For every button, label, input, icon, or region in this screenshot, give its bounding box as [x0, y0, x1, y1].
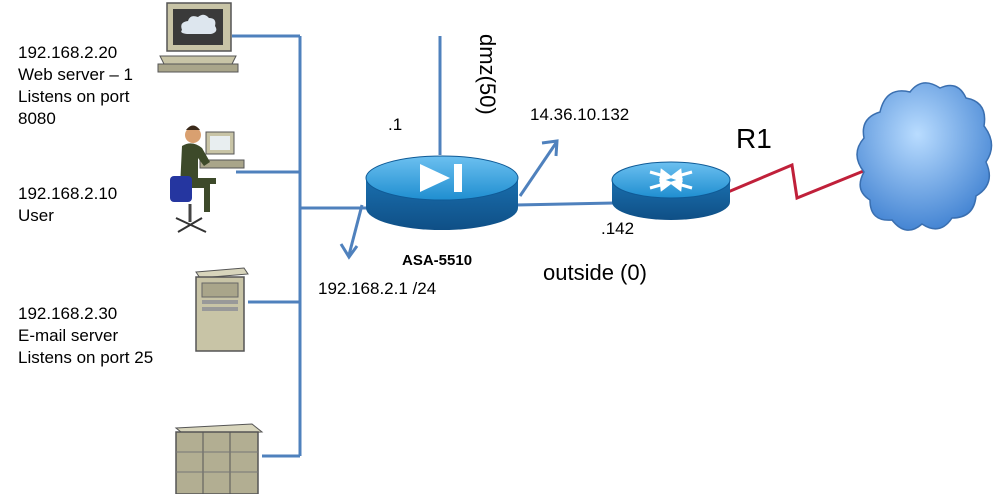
rack-server-icon	[174, 423, 264, 494]
link-outside	[515, 201, 615, 207]
user-ip: 192.168.2.10	[18, 184, 118, 203]
web-server-name: Web server – 1	[18, 65, 133, 84]
outside-arrow	[518, 139, 559, 197]
email-server-icon	[195, 267, 249, 352]
user-name: User	[18, 206, 54, 225]
dmz-interface-label: dmz(50)	[475, 34, 500, 115]
user-label: 192.168.2.10 User	[18, 183, 117, 227]
router-host-label: .142	[601, 219, 635, 238]
email-server-name: E-mail server	[18, 326, 119, 345]
inside-ip-label: 192.168.2.1 /24	[318, 279, 437, 298]
router-icon	[611, 161, 731, 220]
firewall-name: ASA-5510	[402, 252, 473, 269]
email-server-ip: 192.168.2.30	[18, 304, 118, 323]
router-name: R1	[736, 123, 772, 154]
dmz-host-label: .1	[388, 115, 403, 134]
email-server-port: Listens on port 25	[18, 348, 154, 367]
web-server-port: 8080	[18, 109, 56, 128]
internet-cloud-icon	[856, 82, 993, 231]
asa-firewall-icon	[365, 155, 519, 230]
web-server-ip: 192.168.2.20	[18, 43, 118, 62]
web-server-computer-icon	[157, 2, 239, 73]
inside-arrow	[339, 204, 364, 260]
email-server-label: 192.168.2.30 E-mail server Listens on po…	[18, 303, 153, 369]
web-server-port-text: Listens on port	[18, 87, 130, 106]
outside-interface-label: outside (0)	[543, 260, 647, 285]
serial-link	[727, 162, 867, 201]
web-server-label: 192.168.2.20 Web server – 1 Listens on p…	[18, 42, 133, 130]
outside-ip-label: 14.36.10.132	[530, 105, 630, 124]
lan-links	[232, 34, 615, 458]
user-person-icon	[170, 125, 245, 233]
